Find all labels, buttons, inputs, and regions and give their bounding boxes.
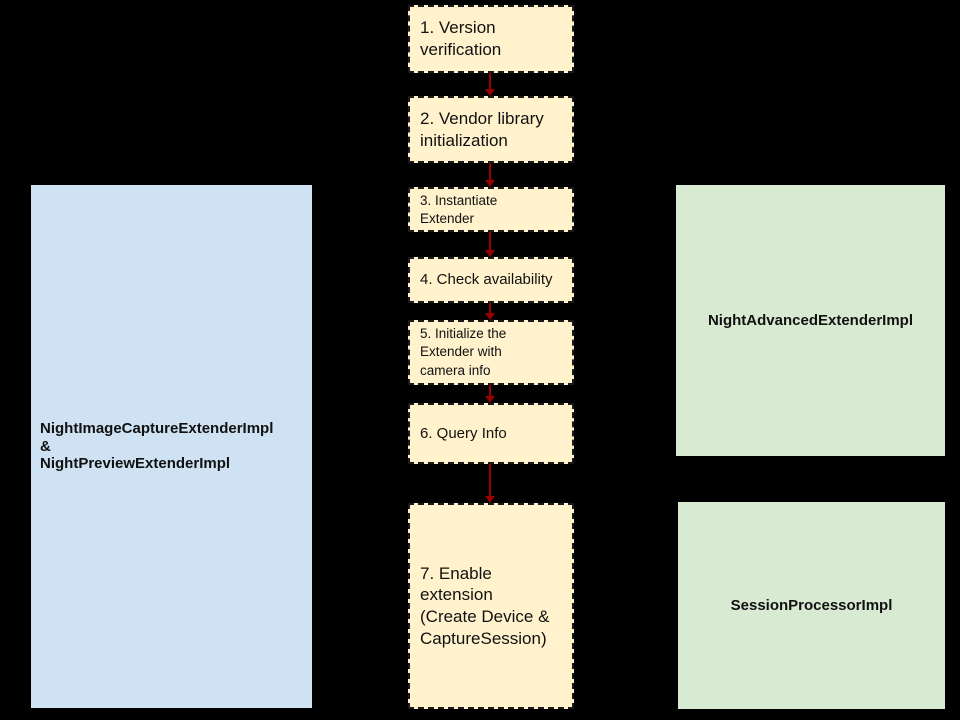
flow-arrow-2-3	[485, 163, 495, 187]
step-label-7: 7. Enable extension (Create Device & Cap…	[420, 563, 550, 648]
step-label-3: 3. Instantiate Extender	[420, 193, 498, 226]
arrow-shaft	[489, 232, 491, 251]
arrow-shaft	[489, 385, 491, 397]
step-label-1: 1. Version verification	[420, 18, 502, 59]
step-label-6: 6. Query Info	[420, 424, 507, 442]
right-impl-advanced-label: NightAdvancedExtenderImpl	[707, 311, 914, 329]
step-box-2: 2. Vendor library initialization	[408, 96, 574, 163]
step-box-4: 4. Check availability	[408, 257, 574, 303]
step-label-2: 2. Vendor library initialization	[420, 108, 544, 150]
left-impl-label: NightImageCaptureExtenderImpl & NightPre…	[40, 420, 274, 473]
flow-arrow-1-2	[485, 73, 495, 96]
step-box-1: 1. Version verification	[408, 5, 574, 73]
arrow-shaft	[489, 464, 491, 497]
arrow-shaft	[489, 73, 491, 90]
step-label-5: 5. Initialize the Extender with camera i…	[420, 326, 507, 378]
flow-arrow-6-7	[485, 464, 495, 503]
arrow-shaft	[489, 303, 491, 314]
step-label-4: 4. Check availability	[420, 271, 553, 289]
step-box-6: 6. Query Info	[408, 403, 574, 464]
step-box-7: 7. Enable extension (Create Device & Cap…	[408, 503, 574, 709]
left-impl-box: NightImageCaptureExtenderImpl & NightPre…	[31, 185, 312, 708]
right-impl-box-advanced: NightAdvancedExtenderImpl	[676, 185, 945, 456]
step-box-5: 5. Initialize the Extender with camera i…	[408, 320, 574, 385]
flow-arrow-4-5	[485, 303, 495, 320]
flow-arrow-3-4	[485, 232, 495, 257]
flow-arrow-5-6	[485, 385, 495, 403]
step-box-3: 3. Instantiate Extender	[408, 187, 574, 232]
right-impl-box-session: SessionProcessorImpl	[678, 502, 945, 709]
arrow-shaft	[489, 163, 491, 181]
right-impl-session-label: SessionProcessorImpl	[730, 596, 893, 614]
